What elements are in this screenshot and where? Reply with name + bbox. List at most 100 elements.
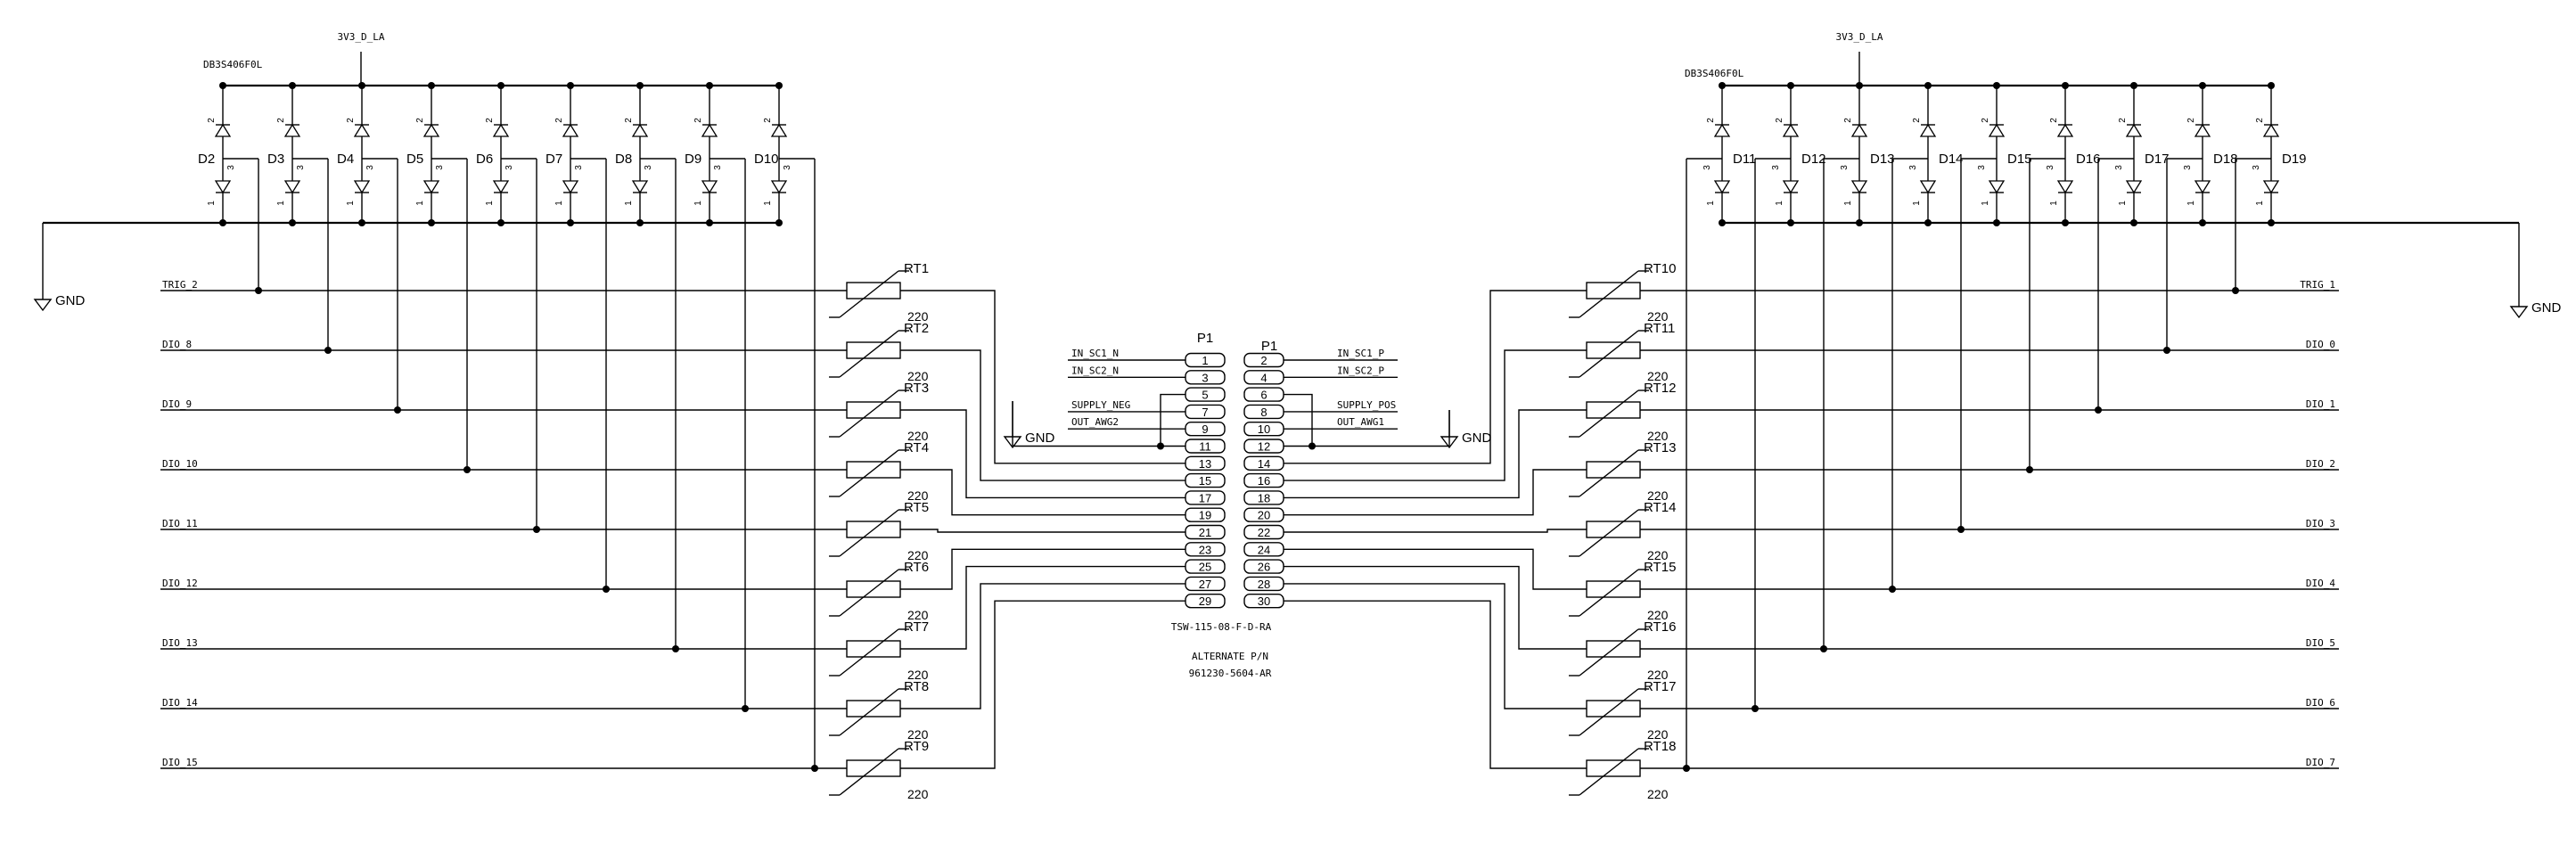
resistor-rt3: RT3 220 <box>829 381 929 443</box>
pin-number-anode: 2 <box>1706 118 1716 123</box>
connector-signal-label: IN_SC1_P <box>1337 348 1384 359</box>
ground-symbol: GND <box>1003 430 1055 449</box>
pin-number-cathode: 3 <box>2114 165 2124 170</box>
pin-number-anode: 2 <box>554 118 564 123</box>
left-net-label: DIO_11 <box>162 518 198 529</box>
diode-triangle <box>2125 123 2143 137</box>
diode-ref: D5 <box>406 152 423 167</box>
resistor-ref: RT15 <box>1644 560 1676 575</box>
connector-pin-number: 28 <box>1258 578 1270 591</box>
junction-dot <box>1924 219 1932 226</box>
resistor-ref: RT1 <box>904 261 929 276</box>
resistor-value: 220 <box>1647 369 1669 383</box>
ground-triangle <box>1003 436 1022 449</box>
connector-signal-label: SUPPLY_NEG <box>1071 399 1130 411</box>
resistor-slash <box>839 748 899 796</box>
resistor-value: 220 <box>1647 309 1669 324</box>
resistor-value: 220 <box>1647 548 1669 562</box>
junction-dot <box>636 219 644 226</box>
resistor-value: 220 <box>1647 787 1669 801</box>
ground-triangle <box>2509 306 2529 319</box>
diode-ref: D2 <box>198 152 215 167</box>
resistor-slash <box>1579 449 1639 497</box>
diode-triangle <box>1782 180 1800 194</box>
diode-ref: D18 <box>2213 152 2238 167</box>
left-net-label: DIO_8 <box>162 339 192 350</box>
diode-triangle <box>353 123 371 137</box>
diode-triangle <box>1919 123 1937 137</box>
pin-number-common: 1 <box>2186 201 2196 206</box>
pin-number-anode: 2 <box>2255 118 2265 123</box>
pin-number-cathode: 3 <box>2046 165 2055 170</box>
pin-number-cathode: 3 <box>505 165 514 170</box>
pin-number-common: 1 <box>763 201 773 206</box>
diode-triangle <box>492 123 510 137</box>
resistor-slash <box>1579 509 1639 557</box>
pin-number-common: 1 <box>1775 201 1784 206</box>
ground-label: GND <box>1025 430 1055 446</box>
pin-number-anode: 2 <box>2118 118 2128 123</box>
resistor-ref: RT2 <box>904 321 929 336</box>
junction-dot <box>428 219 435 226</box>
resistor-slash <box>839 390 899 438</box>
pin-number-common: 1 <box>485 201 495 206</box>
resistor-slash <box>1579 330 1639 378</box>
left-resistor-to-connector <box>900 600 1185 769</box>
alternate-pn-title: ALTERNATE P/N <box>1192 651 1268 662</box>
diode-ref: D12 <box>1801 152 1826 167</box>
connector-pin-number: 7 <box>1202 406 1208 419</box>
right-net-label: DIO_5 <box>2306 637 2335 649</box>
connector-pin-number: 30 <box>1258 594 1270 608</box>
left-resistor-to-connector <box>900 565 1185 650</box>
connector-pin-number: 22 <box>1258 526 1270 539</box>
connector-signal-label: OUT_AWG1 <box>1337 416 1384 428</box>
resistor-ref: RT6 <box>904 560 929 575</box>
diode-triangle <box>422 123 440 137</box>
diode-triangle <box>1850 123 1868 137</box>
diode-ref: D15 <box>2007 152 2032 167</box>
pin-number-common: 1 <box>2255 201 2265 206</box>
ground-triangle <box>1440 436 1459 449</box>
diode-triangle <box>2262 123 2280 137</box>
connector-pin-number: 27 <box>1199 578 1211 591</box>
junction-dot <box>1787 219 1794 226</box>
junction-dot <box>2130 219 2137 226</box>
right-resistor-to-connector <box>1284 548 1587 590</box>
diode-ref: D4 <box>337 152 354 167</box>
right-net-label: DIO_2 <box>2306 458 2335 470</box>
resistor-value: 220 <box>907 488 929 503</box>
junction-dot <box>1993 219 2000 226</box>
resistor-value: 220 <box>1647 608 1669 622</box>
right-net-label: DIO_1 <box>2306 398 2335 410</box>
pin-number-common: 1 <box>624 201 634 206</box>
diode-triangle <box>214 123 232 137</box>
connector-pin-number: 3 <box>1202 371 1208 384</box>
diode-ref: D6 <box>476 152 493 167</box>
junction-dot <box>289 219 296 226</box>
resistor-ref: RT10 <box>1644 261 1676 276</box>
resistor-value: 220 <box>907 429 929 443</box>
right-resistor-to-connector <box>1284 290 1587 464</box>
resistor-ref: RT3 <box>904 381 929 396</box>
diode-triangle <box>701 123 718 137</box>
resistor-slash <box>1579 748 1639 796</box>
left-resistor-to-connector <box>900 548 1185 590</box>
ground-label: GND <box>2531 300 2562 316</box>
diode-ref: D13 <box>1870 152 1895 167</box>
resistor-slash <box>1579 688 1639 736</box>
pin-number-cathode: 3 <box>713 165 723 170</box>
left-net-label: DIO_12 <box>162 578 198 589</box>
